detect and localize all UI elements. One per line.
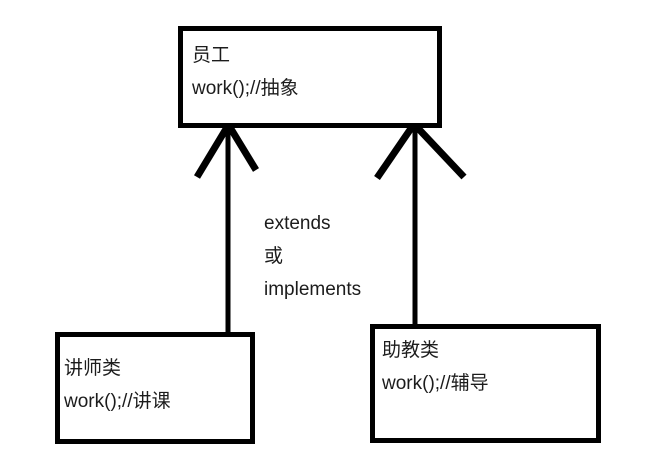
- right-child-class-method: work();//辅导: [382, 373, 489, 394]
- class-box-right-child: 助教类 work();//辅导: [370, 324, 601, 443]
- inheritance-arrow-left-icon: [194, 122, 259, 333]
- left-child-class-name: 讲师类: [64, 358, 122, 379]
- class-box-parent: 员工 work();//抽象: [178, 26, 442, 128]
- left-child-class-method: work();//讲课: [64, 391, 171, 412]
- class-box-left-child: 讲师类 work();//讲课: [55, 332, 255, 444]
- relation-label: extends 或 implements: [264, 207, 361, 306]
- relation-label-or: 或: [264, 246, 284, 267]
- relation-label-extends: extends: [264, 213, 331, 234]
- parent-class-method: work();//抽象: [192, 78, 299, 99]
- inheritance-arrow-right-icon: [374, 121, 467, 327]
- right-child-class-name: 助教类: [382, 340, 440, 361]
- parent-class-name: 员工: [192, 45, 231, 66]
- relation-label-implements: implements: [264, 279, 362, 300]
